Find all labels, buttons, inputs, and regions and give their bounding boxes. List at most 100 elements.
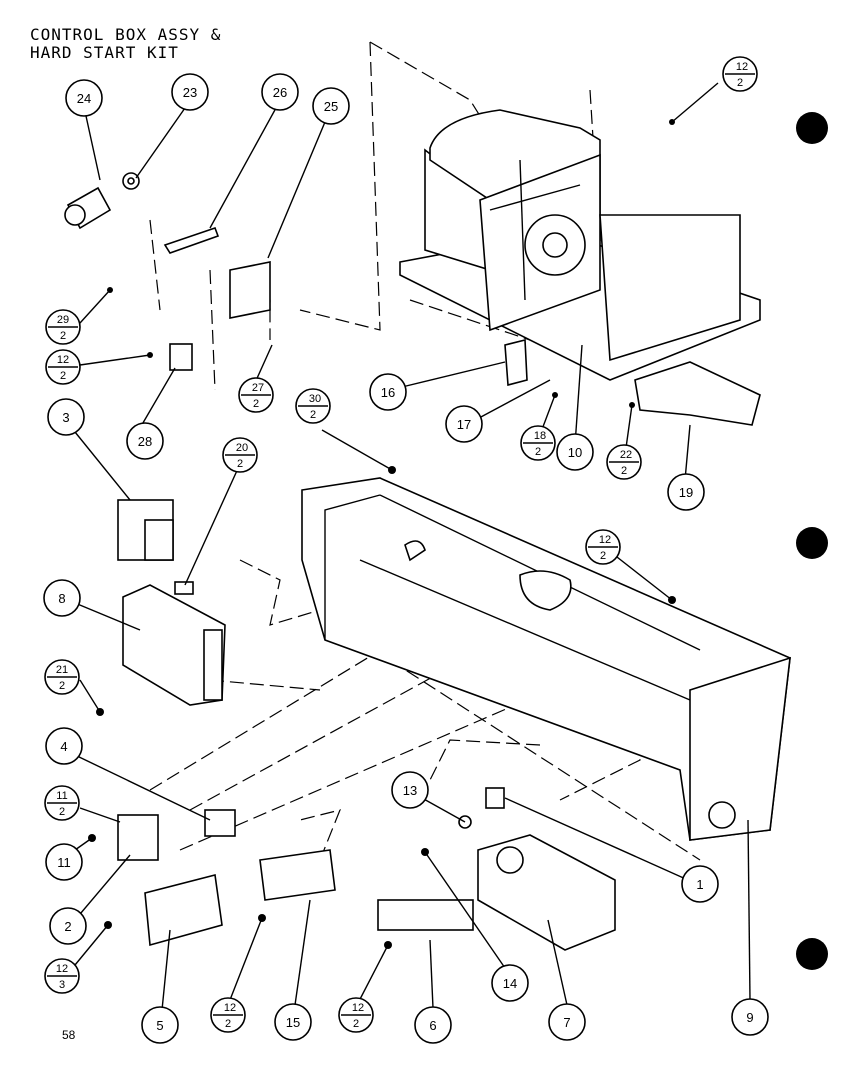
svg-text:2: 2	[237, 458, 243, 470]
condenser-unit	[399, 109, 761, 381]
binder-hole-top	[796, 112, 828, 144]
fraction-callout-12-f: 122	[585, 529, 621, 565]
callout-10: 10	[556, 433, 594, 471]
control-box-base	[301, 477, 791, 841]
fraction-callout-12-c: 123	[44, 958, 80, 994]
fraction-callout-12-a: 122	[722, 56, 758, 92]
svg-text:2: 2	[59, 680, 65, 692]
svg-text:11: 11	[57, 855, 71, 870]
svg-text:2: 2	[737, 77, 743, 89]
fraction-callout-11: 112	[44, 785, 80, 821]
svg-text:2: 2	[60, 370, 66, 382]
svg-text:2: 2	[621, 465, 627, 477]
binder-hole-bottom	[796, 938, 828, 970]
svg-text:17: 17	[457, 417, 471, 432]
fraction-callout-21: 212	[44, 659, 80, 695]
svg-text:12: 12	[57, 354, 69, 366]
svg-text:2: 2	[535, 446, 541, 458]
callout-4: 4	[45, 727, 83, 765]
svg-text:27: 27	[252, 382, 264, 394]
svg-text:28: 28	[138, 434, 152, 449]
svg-text:25: 25	[324, 99, 338, 114]
svg-text:13: 13	[403, 783, 417, 798]
svg-text:4: 4	[60, 739, 67, 754]
callout-26: 26	[261, 73, 299, 111]
fraction-callout-group: 122 292 122 272 302 202 212 112 123 122 …	[44, 56, 758, 1033]
fraction-callout-18: 182	[520, 425, 556, 461]
assembly-guide-lines	[149, 41, 701, 861]
svg-text:19: 19	[679, 485, 693, 500]
svg-text:2: 2	[600, 550, 606, 562]
svg-text:23: 23	[183, 85, 197, 100]
callout-3: 3	[47, 398, 85, 436]
svg-text:3: 3	[59, 979, 65, 991]
callout-11: 11	[45, 843, 83, 881]
svg-text:10: 10	[568, 445, 582, 460]
callout-15: 15	[274, 1003, 312, 1041]
svg-text:2: 2	[253, 398, 259, 410]
callout-23: 23	[171, 73, 209, 111]
svg-text:21: 21	[56, 664, 68, 676]
fraction-callout-12-d: 122	[210, 997, 246, 1033]
page-number: 58	[62, 1028, 76, 1042]
svg-text:30: 30	[309, 393, 321, 405]
svg-text:2: 2	[353, 1018, 359, 1030]
svg-text:18: 18	[534, 430, 546, 442]
svg-text:6: 6	[429, 1018, 436, 1033]
svg-text:29: 29	[57, 314, 69, 326]
svg-text:20: 20	[236, 442, 248, 454]
fraction-callout-12-b: 122	[45, 349, 81, 385]
svg-text:2: 2	[225, 1018, 231, 1030]
svg-text:2: 2	[59, 806, 65, 818]
fraction-callout-12-e: 122	[338, 997, 374, 1033]
callout-5: 5	[141, 1006, 179, 1044]
fraction-callout-20: 202	[222, 437, 258, 473]
svg-text:12: 12	[736, 61, 748, 73]
svg-text:1: 1	[696, 877, 703, 892]
callout-8: 8	[43, 579, 81, 617]
svg-text:14: 14	[503, 976, 517, 991]
callout-1: 1	[681, 865, 719, 903]
fraction-callout-27: 272	[238, 377, 274, 413]
callout-7: 7	[548, 1003, 586, 1041]
callout-2: 2	[49, 907, 87, 945]
callout-14: 14	[491, 964, 529, 1002]
svg-text:24: 24	[77, 91, 91, 106]
callout-17: 17	[445, 405, 483, 443]
callout-16: 16	[369, 373, 407, 411]
fraction-callout-30: 302	[295, 388, 331, 424]
callout-19: 19	[667, 473, 705, 511]
svg-text:9: 9	[746, 1010, 753, 1025]
parts	[64, 172, 761, 951]
svg-text:11: 11	[56, 790, 67, 802]
callout-28: 28	[126, 422, 164, 460]
svg-text:12: 12	[224, 1002, 236, 1014]
diagram-title-line2: HARD START KIT	[30, 43, 179, 62]
svg-text:15: 15	[286, 1015, 300, 1030]
callout-24: 24	[65, 79, 103, 117]
svg-text:12: 12	[352, 1002, 364, 1014]
svg-text:5: 5	[156, 1018, 163, 1033]
svg-text:2: 2	[310, 409, 316, 421]
callout-6: 6	[414, 1006, 452, 1044]
svg-text:12: 12	[599, 534, 611, 546]
diagram-title-line1: CONTROL BOX ASSY &	[30, 25, 222, 44]
svg-text:7: 7	[563, 1015, 570, 1030]
fraction-callout-22: 222	[606, 444, 642, 480]
callout-9: 9	[731, 998, 769, 1036]
svg-text:2: 2	[64, 919, 71, 934]
callout-13: 13	[391, 771, 429, 809]
fraction-callout-29: 292	[45, 309, 81, 345]
callout-25: 25	[312, 87, 350, 125]
svg-text:3: 3	[62, 410, 69, 425]
screw-markers	[88, 119, 676, 949]
svg-text:8: 8	[58, 591, 65, 606]
callout-group: 24 23 26 25 28 3 8 4 11 2 5 15 6 7 9 14 …	[43, 73, 769, 1044]
binder-hole-middle	[796, 527, 828, 559]
svg-text:12: 12	[56, 963, 68, 975]
svg-text:26: 26	[273, 85, 287, 100]
svg-text:22: 22	[620, 449, 632, 461]
svg-text:16: 16	[381, 385, 395, 400]
svg-text:2: 2	[60, 330, 66, 342]
